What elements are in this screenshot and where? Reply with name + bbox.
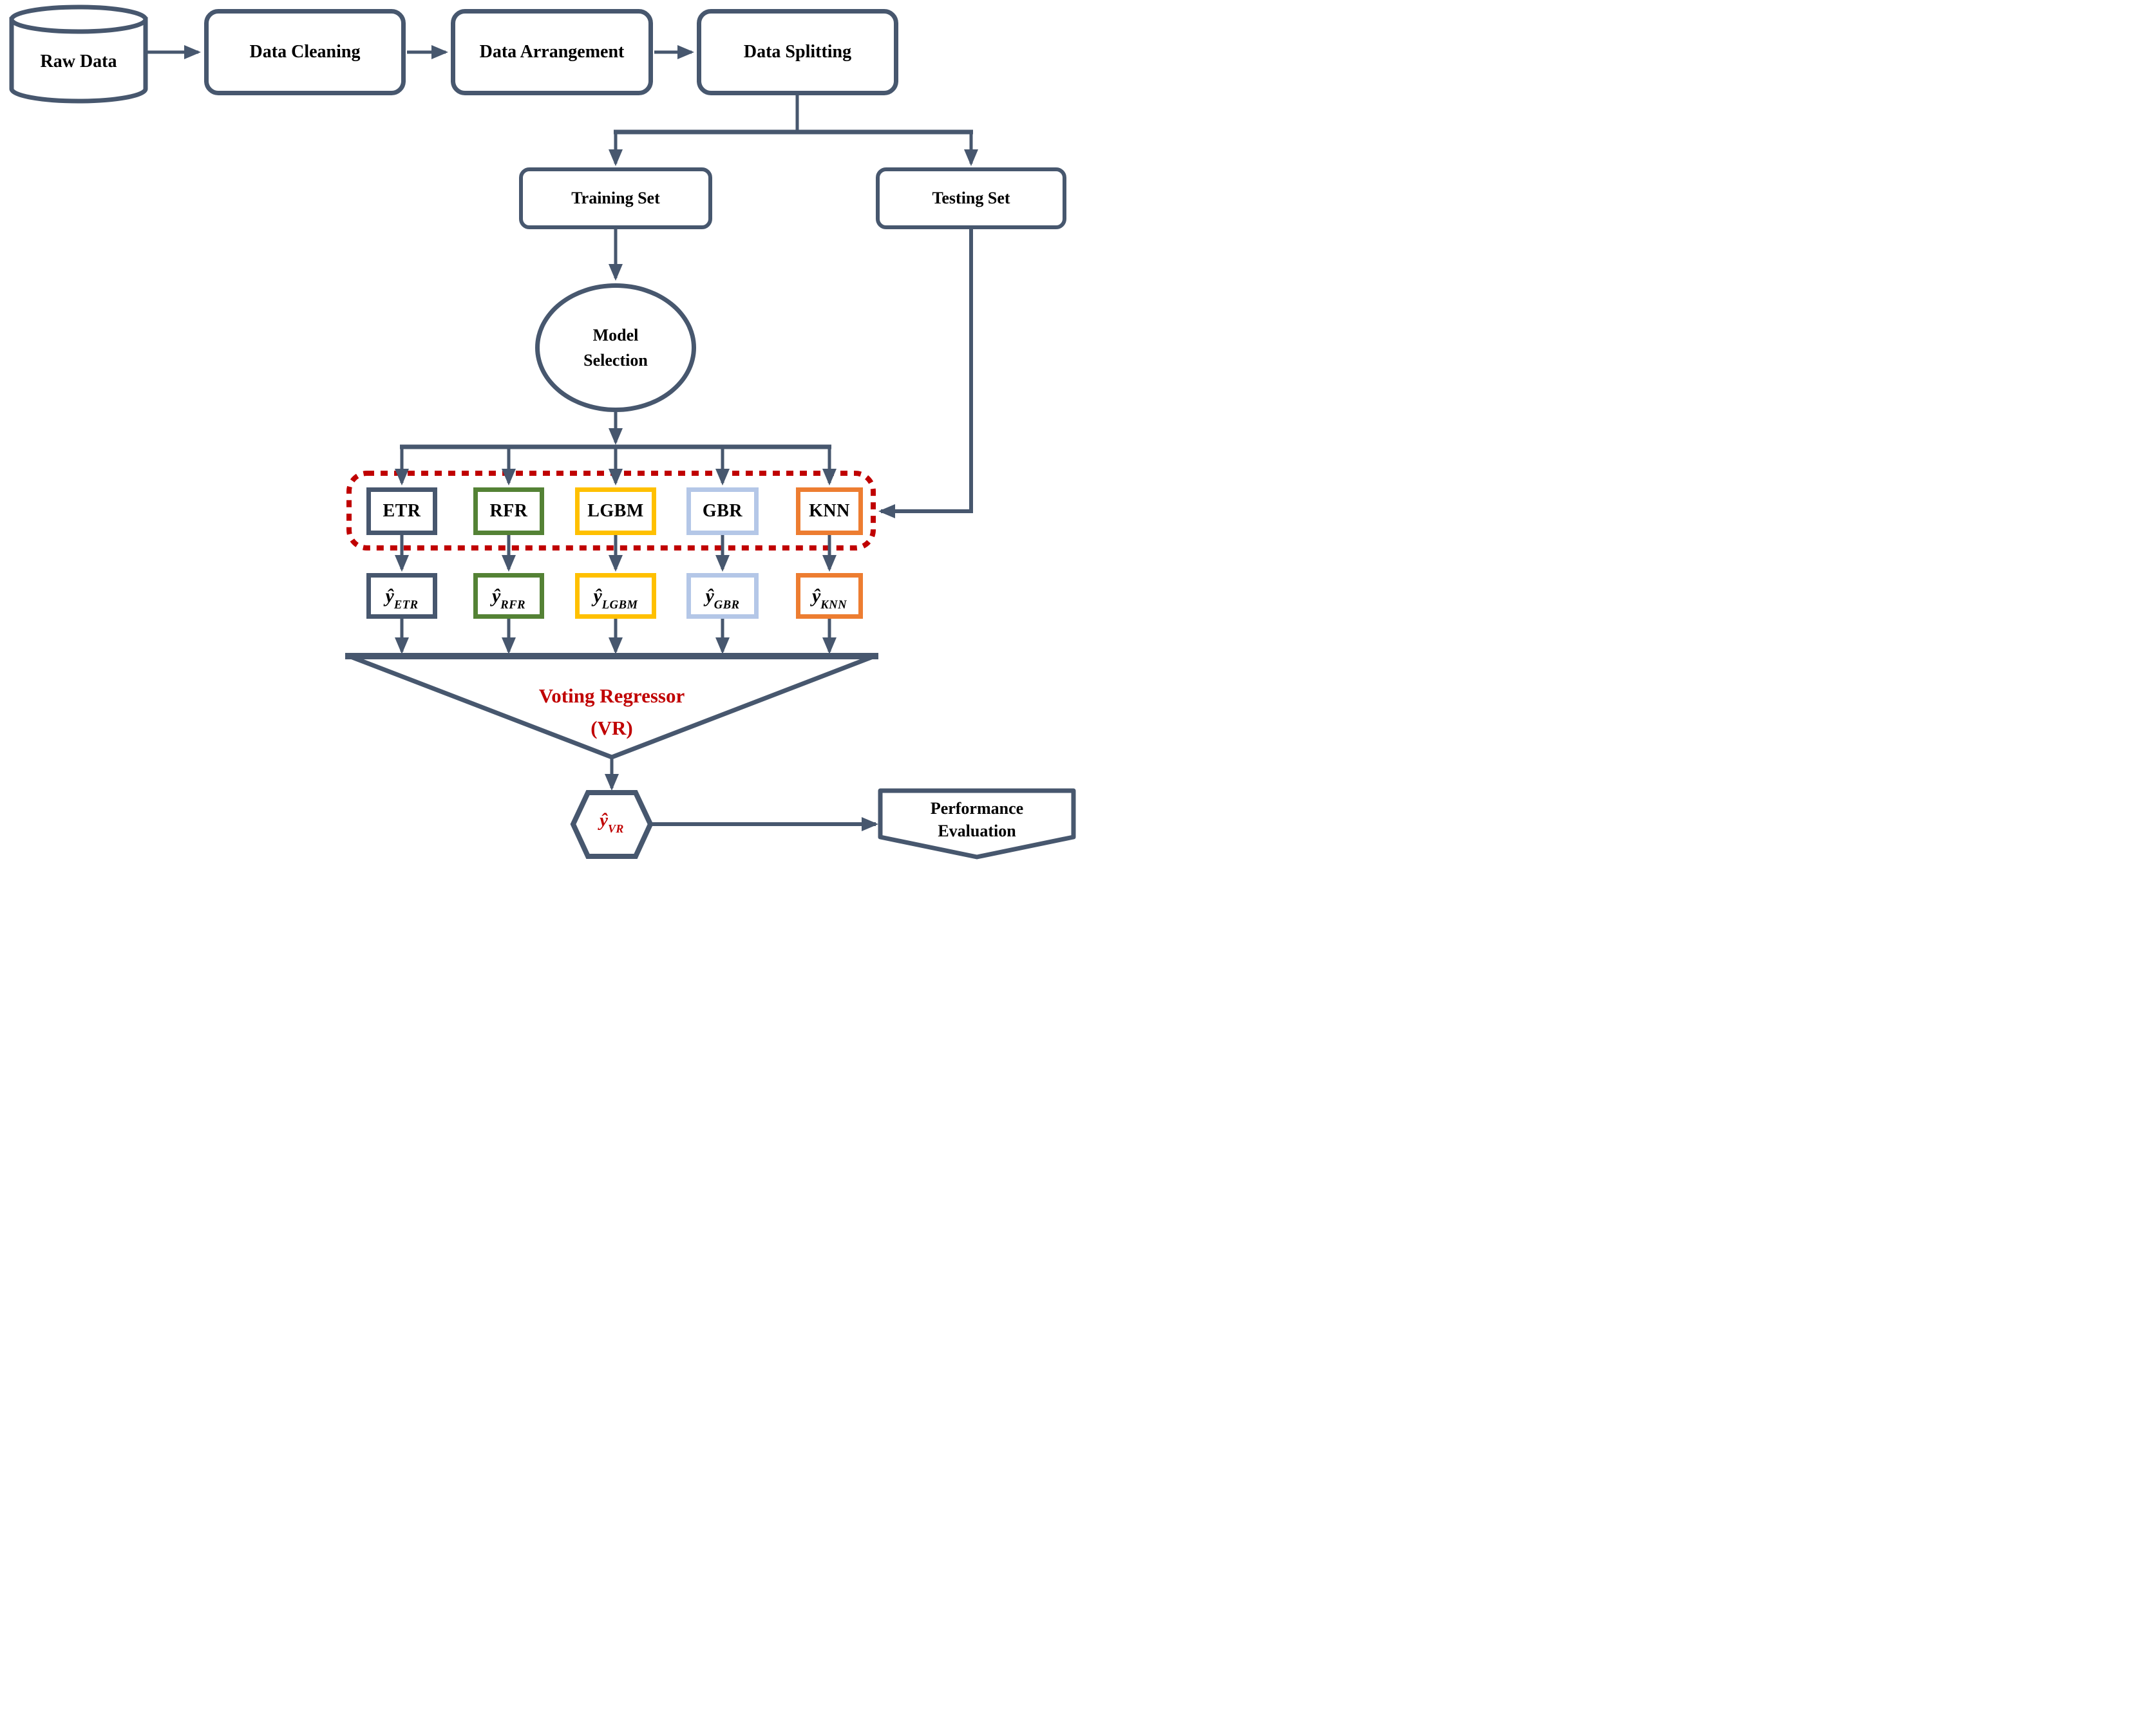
model-box-etr: ETR <box>366 487 437 535</box>
ml-pipeline-flowchart: Raw Data Data Cleaning Data Arrangement … <box>0 0 1078 862</box>
yhat-vr-hexagon <box>570 790 654 859</box>
model-box-gbr: GBR <box>686 487 759 535</box>
node-data-arrangement: Data Arrangement <box>451 9 653 95</box>
voting-regressor-label: Voting Regressor (VR) <box>538 684 685 739</box>
yhat-etr-label: ŷETR <box>385 585 419 612</box>
yhat-box-etr: ŷETR <box>366 573 437 619</box>
yhat-box-rfr: ŷRFR <box>473 573 544 619</box>
training-set-label: Training Set <box>571 189 660 207</box>
flowchart-wires <box>9 5 1076 860</box>
raw-data-cylinder-shape <box>9 5 148 104</box>
yhat-rfr-label: ŷRFR <box>491 585 526 612</box>
model-box-knn: KNN <box>796 487 863 535</box>
model-selection-label: Model Selection <box>583 326 648 370</box>
testing-set-label: Testing Set <box>932 189 1010 207</box>
yhat-lgbm-label: ŷLGBM <box>593 585 638 612</box>
model-knn-label: KNN <box>809 501 850 521</box>
model-lgbm-label: LGBM <box>587 501 644 521</box>
data-splitting-label: Data Splitting <box>743 42 852 62</box>
model-gbr-label: GBR <box>702 501 743 521</box>
model-rfr-label: RFR <box>489 501 528 521</box>
node-model-selection: Model Selection <box>535 283 696 412</box>
performance-evaluation-shape <box>878 788 1076 860</box>
model-etr-label: ETR <box>383 501 421 521</box>
arrow-testing-to-ensemble <box>878 229 973 518</box>
node-testing-set: Testing Set <box>876 167 1066 229</box>
yhat-vr-label: ŷVR <box>600 810 624 836</box>
yhat-box-gbr: ŷGBR <box>686 573 759 619</box>
model-box-lgbm: LGBM <box>575 487 656 535</box>
yhat-box-knn: ŷKNN <box>796 573 863 619</box>
yhat-box-lgbm: ŷLGBM <box>575 573 656 619</box>
performance-evaluation-label: Performance Evaluation <box>930 799 1024 841</box>
yhat-knn-label: ŷKNN <box>811 585 847 612</box>
node-data-splitting: Data Splitting <box>697 9 898 95</box>
raw-data-label: Raw Data <box>40 52 117 71</box>
yhat-gbr-label: ŷGBR <box>705 585 740 612</box>
node-training-set: Training Set <box>519 167 712 229</box>
node-data-cleaning: Data Cleaning <box>204 9 406 95</box>
model-box-rfr: RFR <box>473 487 544 535</box>
data-arrangement-label: Data Arrangement <box>479 42 625 62</box>
data-cleaning-label: Data Cleaning <box>249 42 361 62</box>
